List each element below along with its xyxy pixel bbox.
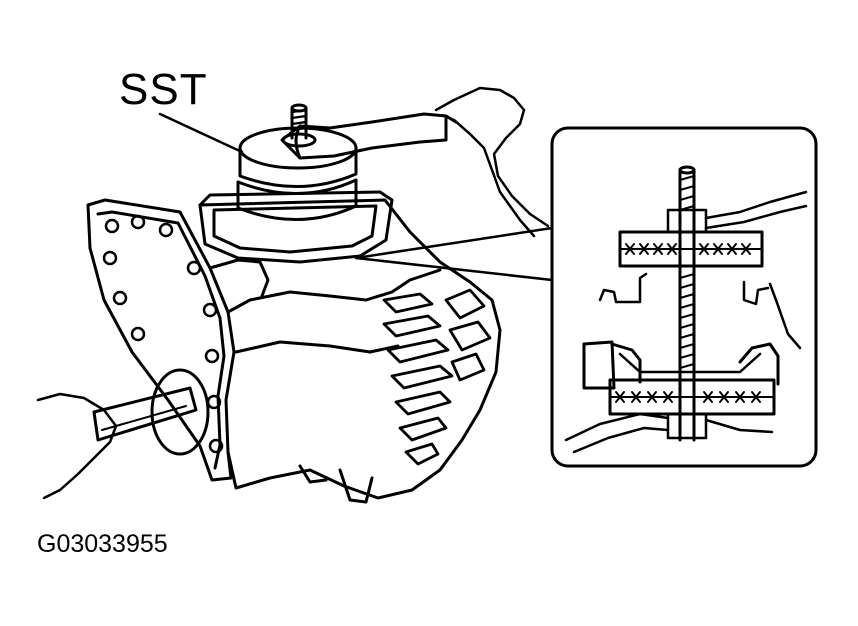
detail-inset <box>552 128 816 466</box>
housing-flange <box>88 200 234 480</box>
detail-pointer <box>356 228 552 280</box>
sst-leader-line <box>160 114 242 152</box>
sst-label: SST <box>119 65 208 114</box>
hand-right <box>436 88 548 226</box>
transmission-housing <box>88 192 500 502</box>
sst-tool <box>238 105 446 220</box>
bar-left <box>94 388 196 440</box>
figure-code: G03033955 <box>37 530 168 558</box>
